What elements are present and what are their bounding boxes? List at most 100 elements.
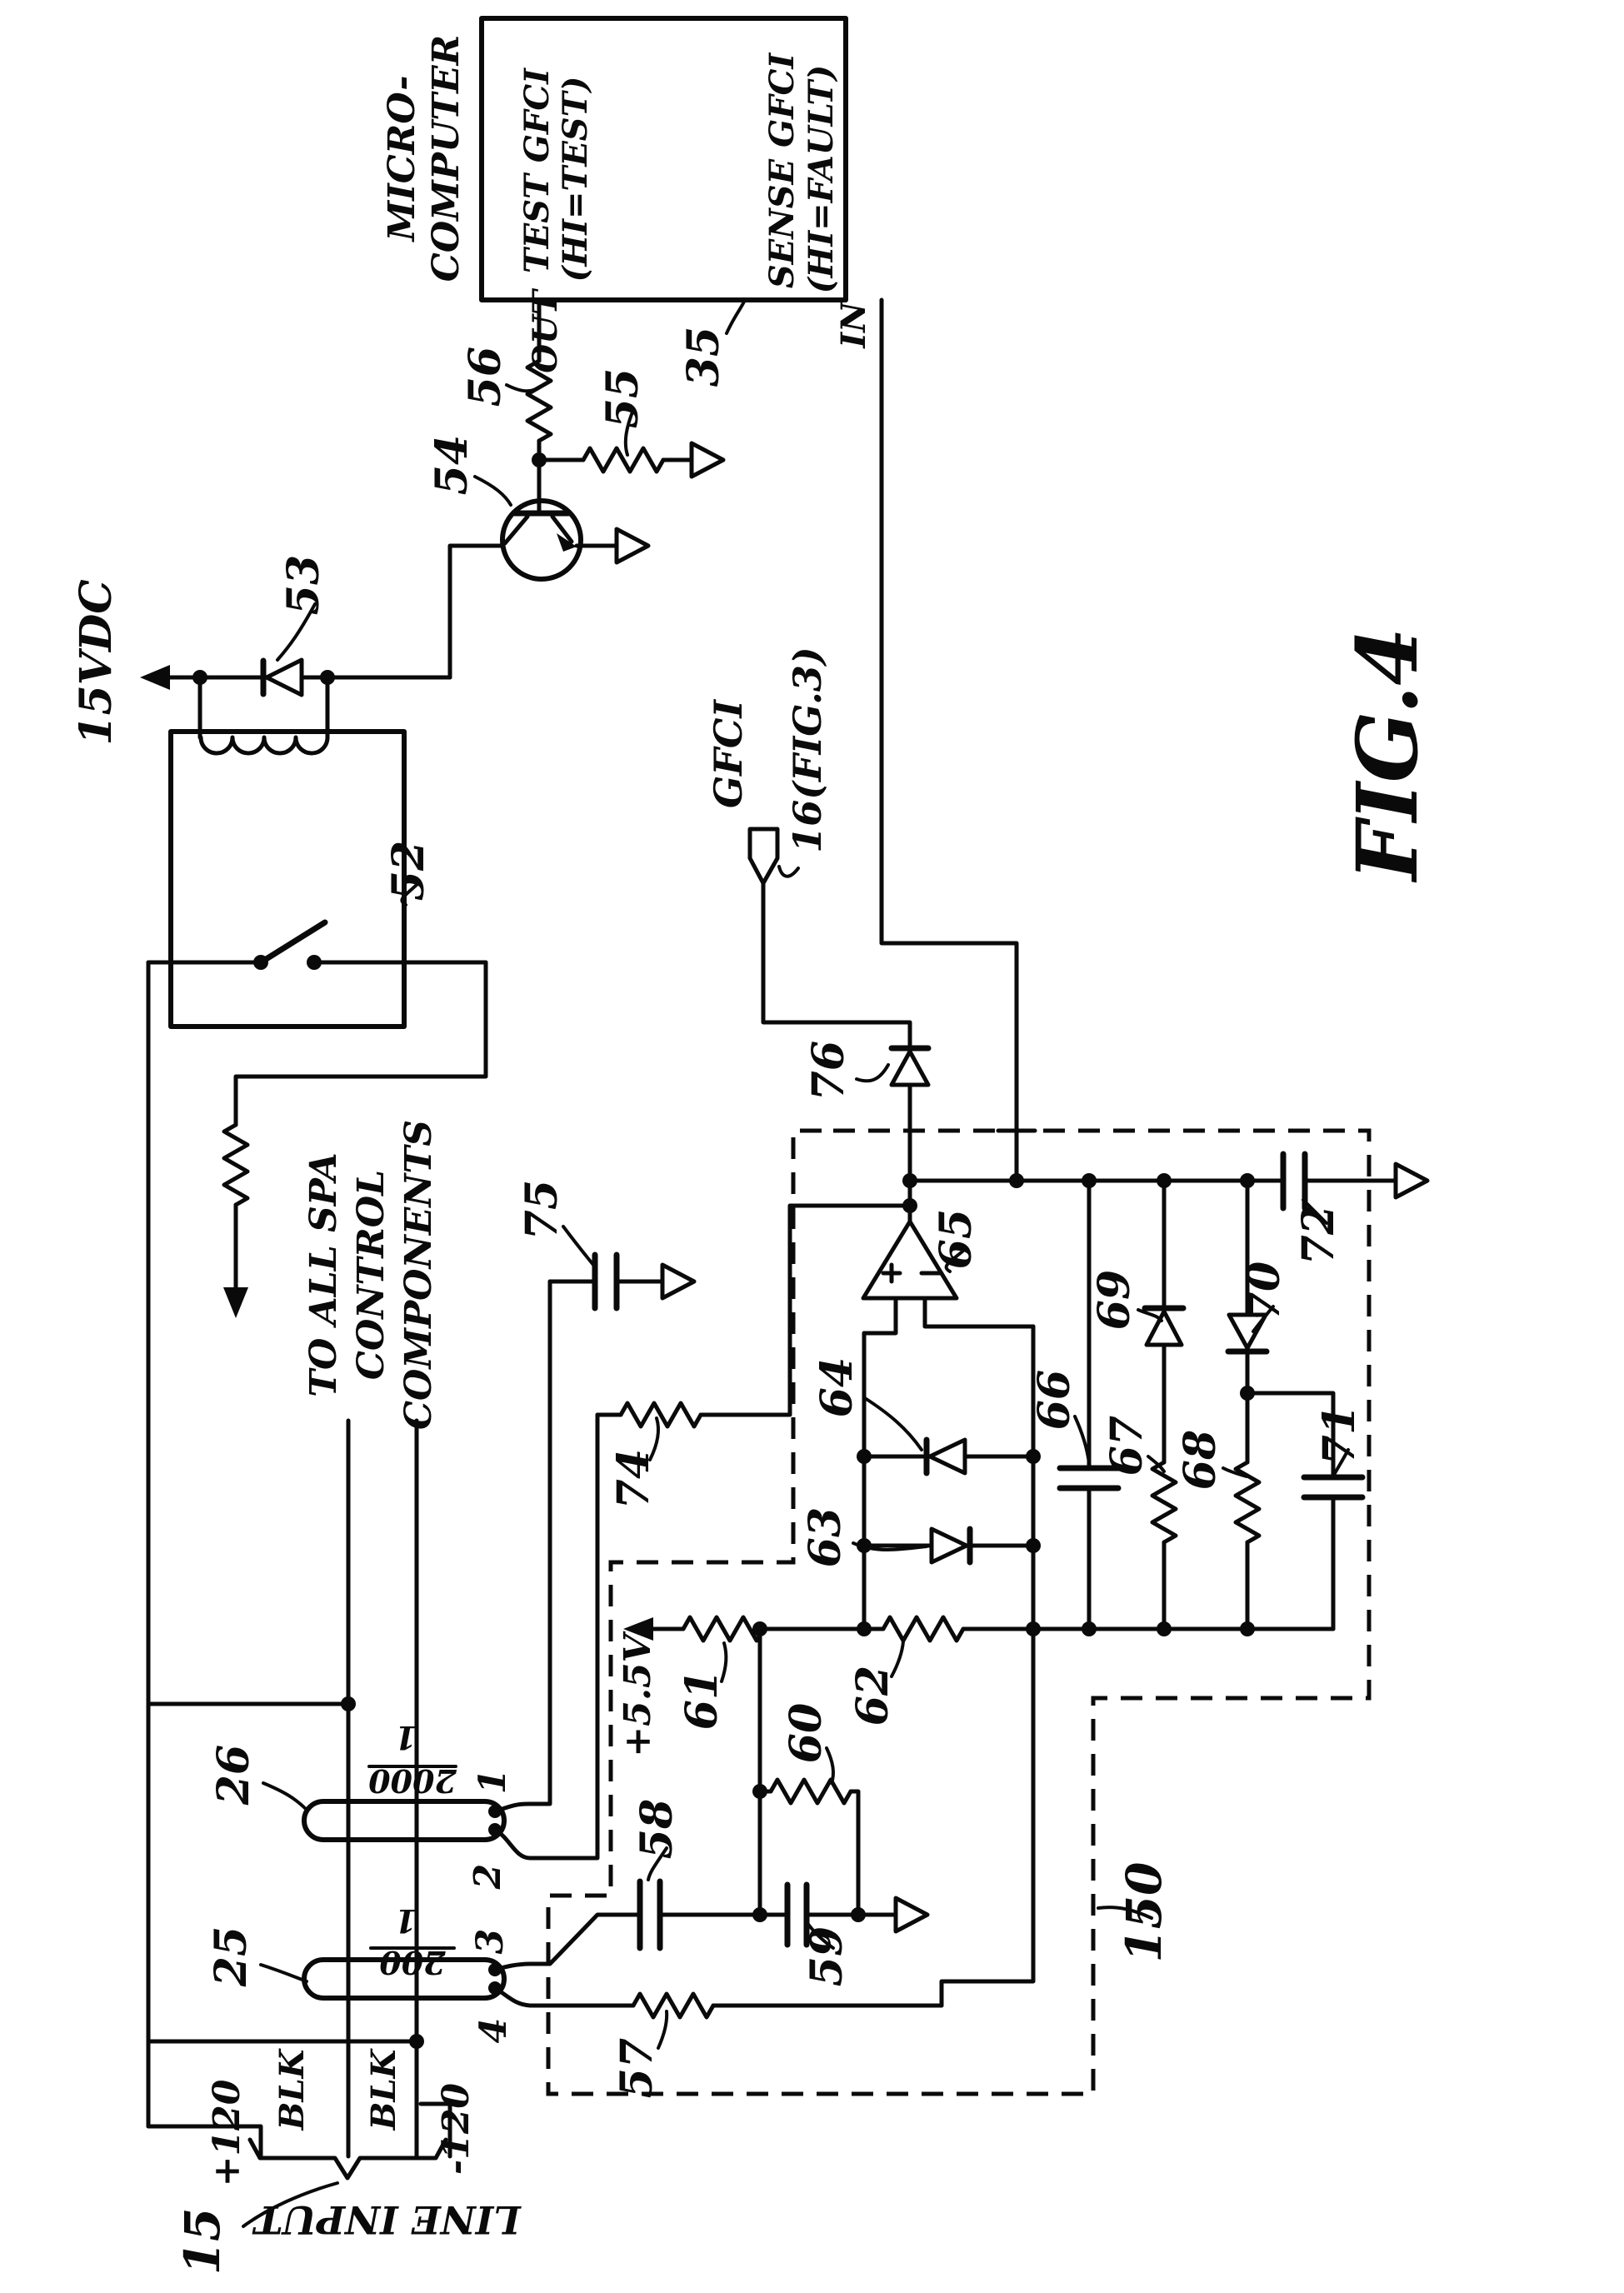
junction-dot <box>1240 1621 1255 1636</box>
line-input-brace <box>247 2137 448 2181</box>
resistor-60 <box>768 1777 853 1806</box>
switch-blade <box>257 919 328 966</box>
diode-64 <box>927 1437 967 1476</box>
leader-66 <box>1073 1415 1091 1465</box>
junction-dot <box>1009 1173 1024 1188</box>
sense-wiring: 75 74 <box>492 1180 912 1861</box>
opamp-plus-input <box>862 1296 898 1336</box>
leader-74 <box>648 1416 660 1461</box>
resistor-62 <box>881 1615 966 1643</box>
ref-75: 75 <box>517 1180 567 1240</box>
leader-26 <box>262 1781 308 1811</box>
relay-output-wire <box>233 960 488 1127</box>
junction-dot <box>1082 1621 1097 1636</box>
spa-label-2: CONTROL <box>350 1170 392 1380</box>
tap1-label: 1 <box>472 1769 514 1795</box>
test-gfci-sub: (HI=TEST) <box>556 77 595 282</box>
ref-63: 63 <box>800 1507 851 1567</box>
ref-67: 67 <box>1102 1416 1152 1476</box>
leader-71 <box>1332 1448 1350 1478</box>
diode-70 <box>1227 1312 1268 1351</box>
leader-60 <box>825 1746 835 1785</box>
leader-68 <box>1222 1466 1248 1478</box>
tap3-wire <box>492 1912 642 1972</box>
pin-in-label: IN <box>834 301 873 349</box>
ct26-ratio-bottom: 2000 <box>368 1762 457 1800</box>
leader-55 <box>623 408 635 457</box>
collector-to-supply <box>447 543 506 680</box>
res60-right-rail <box>848 1789 861 1917</box>
5v5-arrowhead <box>623 1617 653 1641</box>
junction-dot <box>857 1621 872 1636</box>
ct25-ratio-bottom: 200 <box>379 1944 447 1981</box>
ref-76: 76 <box>803 1041 854 1101</box>
ct-26 <box>302 1799 507 1842</box>
leader-67 <box>1147 1455 1166 1473</box>
junction-dot <box>341 1696 356 1711</box>
relay-coil <box>198 735 330 756</box>
junction-dot <box>409 2034 424 2049</box>
ref-150: 150 <box>1116 1861 1172 1962</box>
emitter-arrowhead <box>557 533 577 552</box>
leader-59 <box>806 1921 835 1950</box>
label-minus120: -120 <box>435 2083 477 2175</box>
leader-58 <box>647 1846 668 1881</box>
resistor-55 <box>581 446 666 474</box>
tap1-rail <box>492 1279 552 1814</box>
label-line-input: LINE INPUT <box>251 2197 522 2242</box>
diode-53 <box>264 657 304 697</box>
pin-out-label: OUT <box>526 287 565 373</box>
res74-to-opamp <box>698 1203 912 1417</box>
tap2-rail <box>492 1412 600 1861</box>
current-transformers: 26 1 2000 1 2 25 1 200 3 4 <box>206 1719 515 2043</box>
signal-arrow-emitter <box>614 527 651 565</box>
leader-15 <box>242 2181 339 2228</box>
leader-65 <box>944 1250 964 1273</box>
signal-arrow-out <box>1393 1161 1430 1200</box>
ref-71: 71 <box>1314 1405 1365 1465</box>
leader-64 <box>863 1396 923 1451</box>
reference-rail: +5.5V 61 62 60 <box>617 1615 1336 2008</box>
ref-55: 55 <box>597 368 648 428</box>
ref-61: 61 <box>677 1670 727 1730</box>
ref-66: 66 <box>1029 1370 1080 1430</box>
diode-63 <box>929 1526 969 1565</box>
branch-71 <box>1245 1391 1336 1631</box>
resistor-68 <box>1233 1460 1262 1545</box>
signal-arrow-55 <box>689 441 726 479</box>
label-15vdc: 15VDC <box>71 579 122 745</box>
resistor-56 <box>525 358 553 443</box>
rail-down-branch <box>939 1626 1036 2008</box>
gfci-wire <box>761 881 912 1051</box>
resistor-61 <box>681 1615 766 1643</box>
ref-35: 35 <box>678 327 729 387</box>
resistor-74 <box>618 1401 703 1429</box>
leader-72 <box>1302 1198 1328 1225</box>
dashed-boundary-150 <box>546 1128 1372 2096</box>
figure-caption: FIG.4 <box>1338 627 1437 883</box>
transistor-54 <box>500 498 583 582</box>
leader-76 <box>855 1063 890 1083</box>
transistor-collector <box>502 514 530 546</box>
sense-filter: 58 59 57 <box>492 1799 944 2098</box>
leader-25 <box>259 1963 308 1983</box>
gfci-connector <box>747 827 780 886</box>
ct25-ratio-top: 1 <box>395 1902 417 1940</box>
ref-68: 68 <box>1175 1430 1226 1490</box>
in-sense-line <box>879 297 1019 1183</box>
gfci-label: GFCI <box>706 698 751 808</box>
diode-76 <box>889 1049 931 1087</box>
leader-54 <box>473 475 512 507</box>
leader-56 <box>505 383 539 393</box>
leader-53 <box>276 602 317 662</box>
gfci-ref-label: 16(FIG.3) <box>785 647 830 852</box>
plus120-lead <box>146 2124 263 2159</box>
ref-57: 57 <box>612 2038 662 2098</box>
junction-dot <box>902 1173 917 1188</box>
leader-70 <box>1252 1305 1275 1333</box>
tap4-label: 4 <box>472 2018 515 2044</box>
junction-dot <box>752 1907 767 1922</box>
opamp-clamp: 65 64 63 <box>800 1178 1041 1631</box>
ref-59: 59 <box>802 1926 852 1986</box>
